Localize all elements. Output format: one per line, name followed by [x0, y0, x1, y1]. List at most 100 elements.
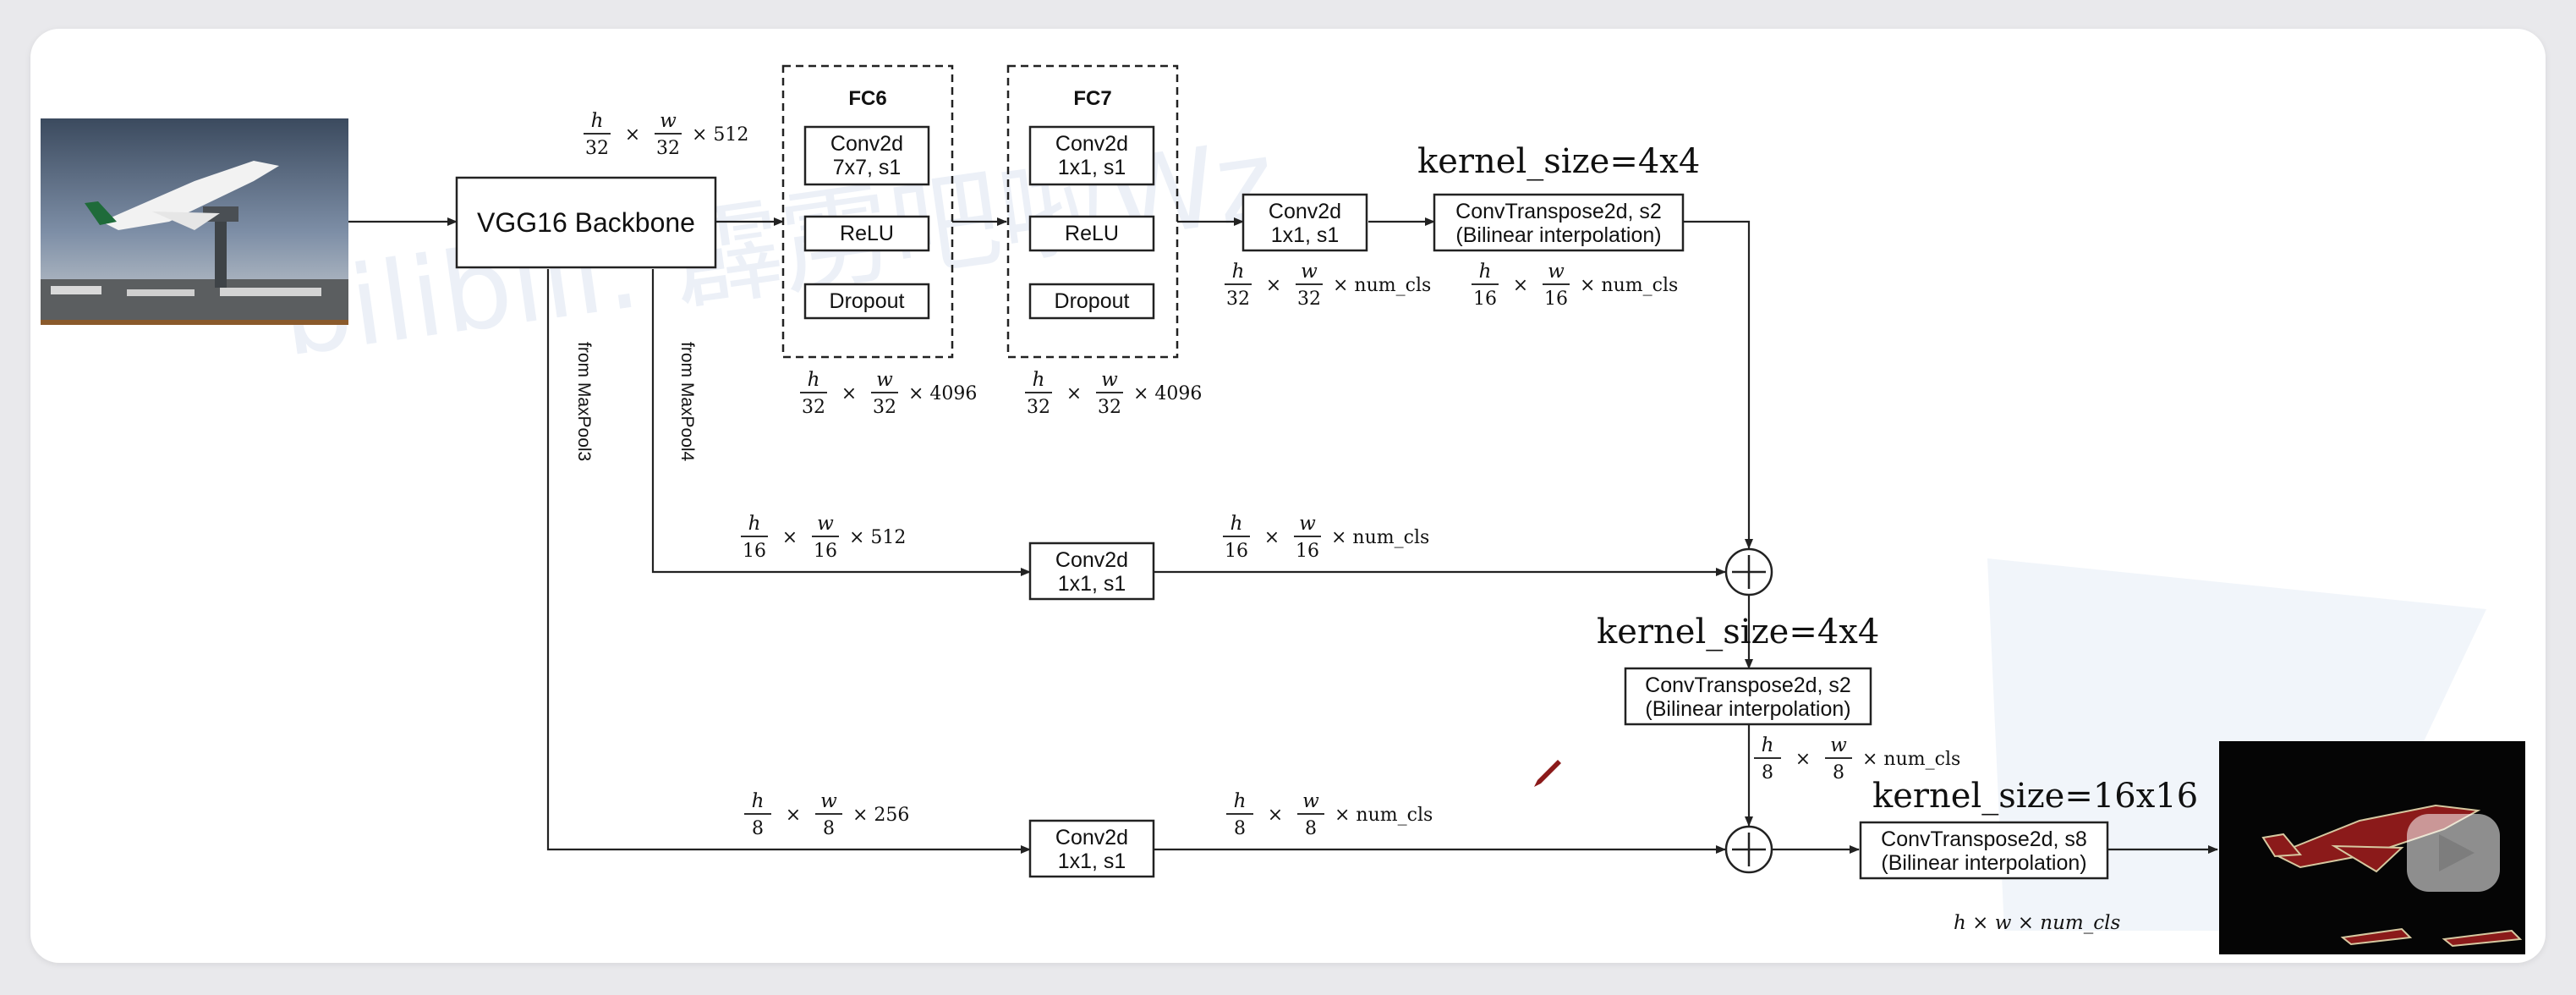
mid-up-dim-w-num: w [1830, 734, 1847, 756]
pool3-in-dim-w-den: 8 [823, 818, 835, 839]
vgg16-backbone-box: VGG16 Backbone [457, 178, 715, 267]
pool3-in-dim-times1: × [786, 805, 801, 826]
svg-text:ConvTranspose2d, s2: ConvTranspose2d, s2 [1455, 200, 1662, 223]
backbone-dim-h-den: 32 [585, 138, 609, 159]
pool4-conv-dim-h-num: h [1230, 513, 1243, 535]
pool3-conv-dim-w-den: 8 [1305, 818, 1317, 839]
pool3-in-dim-h-num: h [752, 790, 765, 812]
top-conv-dim-ch: × num_cls [1333, 275, 1431, 296]
fc6-conv-param: 7x7, s1 [833, 156, 902, 179]
fc7-dim-times1: × [1066, 383, 1082, 404]
fc6-dim-w-den: 32 [873, 397, 896, 418]
pool4-conv-dim-w-num: w [1299, 513, 1316, 535]
arrow-tconv-to-add1 [1683, 222, 1749, 548]
top-conv-dim-w-den: 32 [1297, 289, 1321, 310]
mid-kernel-label: kernel_size=4x4 [1597, 613, 1879, 651]
pool4-conv-dim-times1: × [1264, 527, 1280, 548]
add-node-1 [1726, 549, 1772, 595]
pool4-conv-dim-w-den: 16 [1296, 541, 1319, 562]
fc7-dim-w-den: 32 [1098, 397, 1121, 418]
pool4-conv-box: Conv2d 1x1, s1 [1030, 543, 1154, 599]
svg-text:1x1, s1: 1x1, s1 [1058, 849, 1126, 873]
fc7-title: FC7 [1073, 87, 1111, 110]
pool3-in-dim-w-num: w [820, 790, 837, 812]
add-node-2 [1726, 827, 1772, 872]
fc6-dim-ch: × 4096 [908, 383, 977, 404]
pool4-conv-dim-ch: × num_cls [1331, 527, 1429, 548]
backbone-dim-times1: × [625, 124, 640, 146]
final-kernel-label: kernel_size=16x16 [1872, 777, 2198, 816]
top-tconv-dim-h-den: 16 [1473, 289, 1497, 310]
from-maxpool4-label: from MaxPool4 [677, 342, 697, 462]
svg-text:Conv2d: Conv2d [1055, 548, 1128, 572]
pool3-conv-dim-h-den: 8 [1234, 818, 1246, 839]
svg-text:Conv2d: Conv2d [1055, 826, 1128, 849]
fc6-dim-h-num: h [808, 369, 820, 391]
mid-up-dim-w-den: 8 [1833, 762, 1844, 783]
pool4-in-dim-w-num: w [817, 513, 834, 535]
svg-text:ConvTranspose2d, s8: ConvTranspose2d, s8 [1881, 827, 2087, 851]
fc6-dim-h-den: 32 [802, 397, 825, 418]
final-output-dim: h × w × num_cls [1954, 912, 2120, 934]
svg-text:1x1, s1: 1x1, s1 [1271, 223, 1340, 247]
svg-text:1x1, s1: 1x1, s1 [1058, 572, 1126, 596]
fc6-dropout-label: Dropout [830, 289, 905, 313]
fc7-dim-w-num: w [1101, 369, 1118, 391]
top-conv-dim-h-num: h [1232, 261, 1245, 283]
top-tconv-box: ConvTranspose2d, s2 (Bilinear interpolat… [1434, 195, 1683, 250]
top-conv-dim-times1: × [1266, 275, 1281, 296]
svg-text:(Bilinear interpolation): (Bilinear interpolation) [1455, 223, 1661, 247]
top-tconv-dim-w-den: 16 [1544, 289, 1568, 310]
pen-cursor-icon [1534, 760, 1561, 787]
top-tconv-dim-h-num: h [1479, 261, 1492, 283]
pool4-in-dim-ch: × 512 [849, 527, 906, 548]
fc7-dropout-label: Dropout [1055, 289, 1130, 313]
pool3-in-dim-ch: × 256 [852, 805, 909, 826]
svg-text:(Bilinear interpolation): (Bilinear interpolation) [1881, 851, 2086, 875]
pool3-conv-dim-h-num: h [1234, 790, 1247, 812]
top-kernel-label: kernel_size=4x4 [1417, 142, 1700, 181]
backbone-dim-ch: × 512 [692, 124, 748, 146]
vgg16-backbone-label: VGG16 Backbone [477, 207, 695, 238]
pool3-in-dim-h-den: 8 [752, 818, 764, 839]
fc7-dim-ch: × 4096 [1133, 383, 1202, 404]
top-conv-dim-w-num: w [1301, 261, 1318, 283]
fc6-relu-label: ReLU [840, 222, 894, 245]
pool4-in-dim-h-num: h [748, 513, 761, 535]
pool4-in-dim-h-den: 16 [743, 541, 766, 562]
mid-up-dim-h-num: h [1762, 734, 1774, 756]
fc7-dim-h-num: h [1033, 369, 1045, 391]
fc6-dim-times1: × [841, 383, 857, 404]
from-maxpool3-label: from MaxPool3 [574, 342, 594, 461]
backbone-dim-h-num: h [591, 110, 604, 132]
pool4-in-dim-times1: × [782, 527, 797, 548]
pool3-conv-dim-w-num: w [1302, 790, 1319, 812]
backbone-dim-w-num: w [660, 110, 677, 132]
mid-tconv-box: ConvTranspose2d, s2 (Bilinear interpolat… [1625, 668, 1871, 724]
top-tconv-dim-w-num: w [1548, 261, 1565, 283]
fc7-relu-label: ReLU [1065, 222, 1119, 245]
play-button[interactable] [2407, 814, 2500, 892]
pool3-conv-dim-times1: × [1268, 805, 1283, 826]
svg-text:ConvTranspose2d, s2: ConvTranspose2d, s2 [1645, 673, 1851, 697]
top-conv-dim-h-den: 32 [1226, 289, 1250, 310]
svg-text:Conv2d: Conv2d [1269, 200, 1341, 223]
pool4-conv-dim-h-den: 16 [1225, 541, 1248, 562]
mid-up-dim-ch: × num_cls [1862, 749, 1960, 770]
mid-up-dim-h-den: 8 [1762, 762, 1773, 783]
fc6-title: FC6 [848, 87, 886, 110]
pool3-conv-box: Conv2d 1x1, s1 [1030, 821, 1154, 877]
fc7-dim-h-den: 32 [1027, 397, 1050, 418]
final-tconv-box: ConvTranspose2d, s8 (Bilinear interpolat… [1861, 822, 2107, 878]
svg-text:(Bilinear interpolation): (Bilinear interpolation) [1645, 697, 1850, 721]
top-tconv-dim-ch: × num_cls [1580, 275, 1678, 296]
backbone-dim-w-den: 32 [656, 138, 680, 159]
fc7-conv-label: Conv2d [1055, 132, 1128, 156]
fc6-dim-w-num: w [876, 369, 893, 391]
top-tconv-dim-times1: × [1513, 275, 1528, 296]
pool3-conv-dim-ch: × num_cls [1335, 805, 1433, 826]
input-image [41, 118, 348, 325]
fc7-conv-param: 1x1, s1 [1058, 156, 1126, 179]
fc6-conv-label: Conv2d [830, 132, 903, 156]
